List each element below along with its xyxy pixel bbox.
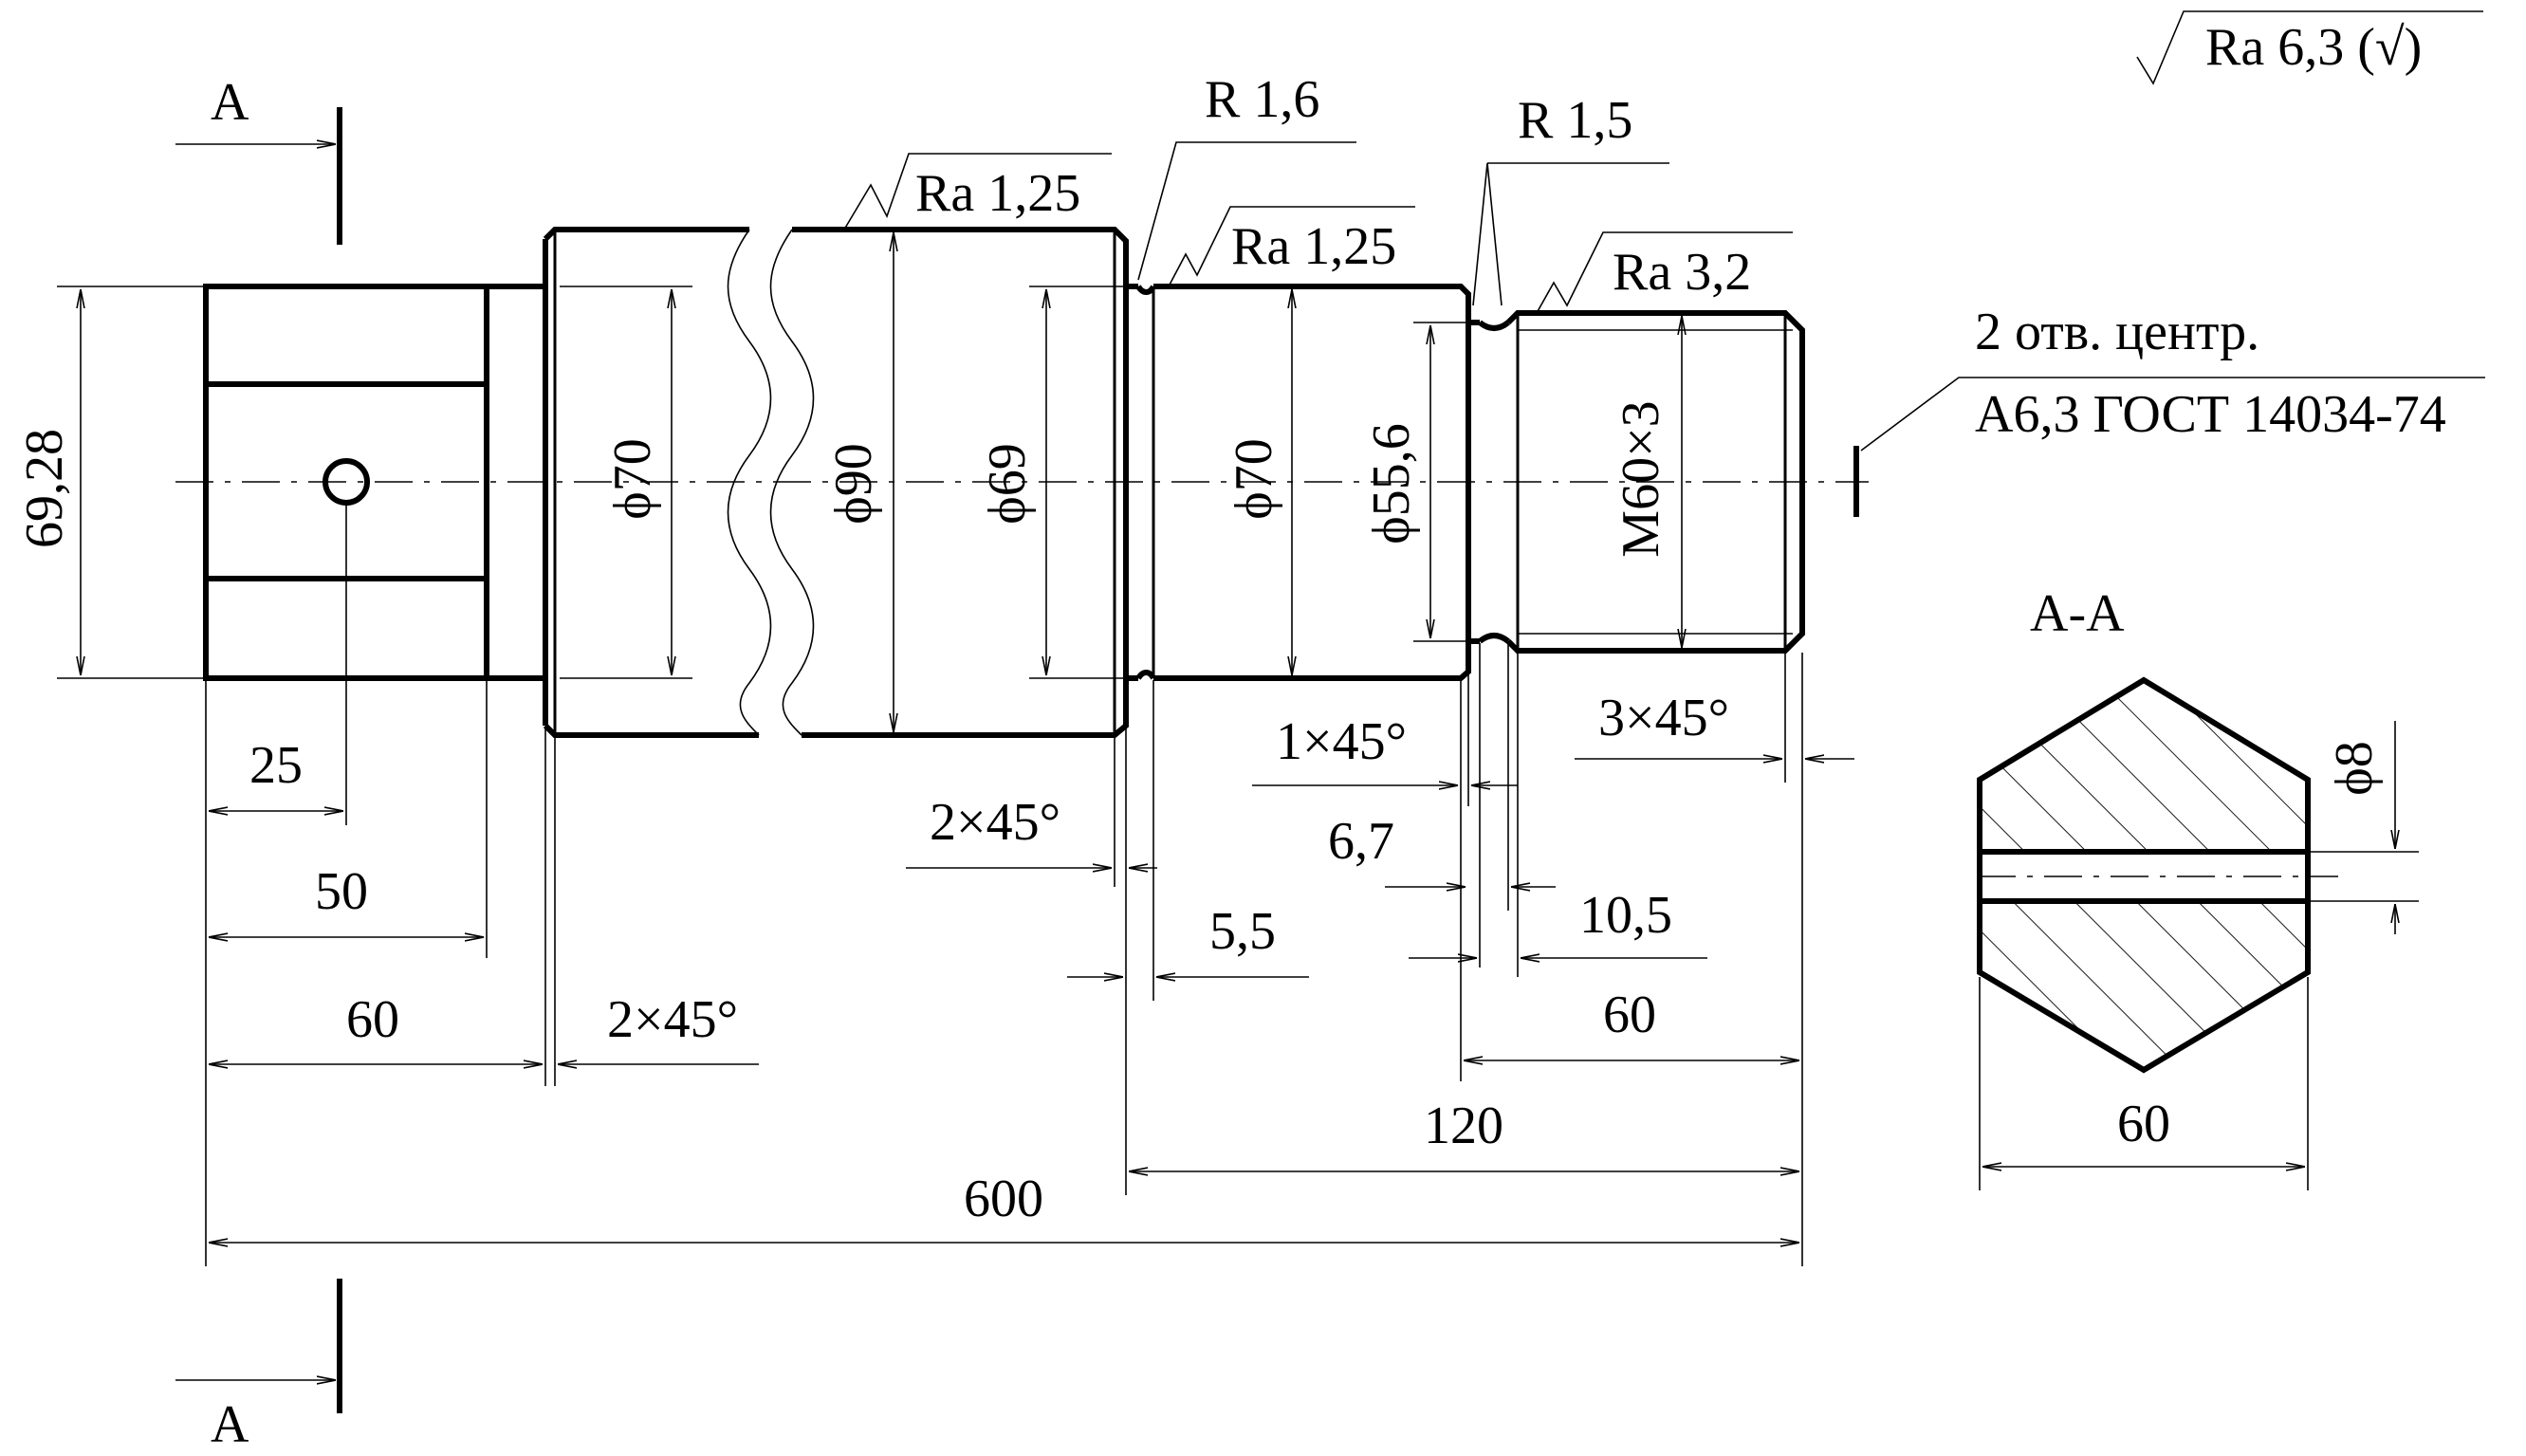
- dim-chamfer-2x45-a: 2×45°: [558, 990, 759, 1064]
- dim-chamfer-3x45: 3×45°: [1575, 689, 1854, 759]
- dim-6-7: 6,7: [1328, 812, 1556, 887]
- dim-d90: ϕ90: [824, 232, 894, 732]
- dim-50-label: 50: [315, 862, 368, 921]
- dim-600: 600: [209, 1170, 1799, 1243]
- dim-d69: ϕ69: [978, 286, 1136, 679]
- dim-d70-b: ϕ70: [1225, 289, 1292, 675]
- section-mark-bottom: A: [175, 1279, 342, 1454]
- dim-d55-6-label: ϕ55,6: [1362, 423, 1421, 544]
- dim-60-a: 60: [209, 990, 543, 1064]
- dim-60-b: 60: [1464, 986, 1799, 1060]
- dim-120-label: 120: [1424, 1097, 1503, 1155]
- section-view: A-A 60 ϕ8: [1977, 584, 2419, 1190]
- dim-25: 25: [209, 736, 343, 811]
- center-holes-note: 2 отв. центр. А6,3 ГОСТ 14034-74: [1860, 303, 2485, 452]
- dim-60-a-label: 60: [346, 990, 399, 1049]
- roughness-1: Ra 1,25: [843, 153, 1112, 230]
- radius-1-label: R 1,6: [1205, 70, 1319, 129]
- dim-thread-label: M60×3: [1612, 400, 1670, 557]
- general-roughness-label: Ra 6,3 (√): [2205, 18, 2422, 77]
- dim-d90-label: ϕ90: [824, 443, 883, 524]
- dim-chamfer-1x45-label: 1×45°: [1276, 712, 1407, 771]
- dim-50: 50: [209, 862, 484, 937]
- dim-chamfer-2x45-b: 2×45°: [906, 793, 1157, 868]
- dim-5-5-label: 5,5: [1209, 902, 1276, 961]
- general-roughness: Ra 6,3 (√): [2136, 10, 2483, 85]
- radius-2: R 1,5: [1472, 91, 1669, 306]
- section-hole-label: ϕ8: [2325, 741, 2384, 795]
- dim-25-label: 25: [249, 736, 303, 795]
- dim-chamfer-2x45-a-label: 2×45°: [607, 990, 738, 1049]
- dim-10-5-label: 10,5: [1579, 886, 1672, 945]
- dim-d70-b-label: ϕ70: [1225, 438, 1283, 519]
- dim-thread: M60×3: [1612, 316, 1682, 648]
- dim-chamfer-1x45: 1×45°: [1252, 712, 1518, 785]
- dim-60-b-label: 60: [1603, 986, 1656, 1044]
- dim-69-28: 69,28: [15, 286, 204, 679]
- section-mark-top: A: [175, 73, 342, 245]
- roughness-1-label: Ra 1,25: [915, 164, 1080, 223]
- dim-10-5: 10,5: [1409, 886, 1707, 958]
- roughness-3-label: Ra 3,2: [1613, 243, 1751, 302]
- dim-d69-label: ϕ69: [978, 443, 1037, 524]
- dim-6-7-label: 6,7: [1328, 812, 1394, 871]
- section-letter-top: A: [211, 73, 249, 132]
- roughness-3: Ra 3,2: [1536, 231, 1793, 314]
- dim-5-5: 5,5: [1067, 902, 1309, 977]
- roughness-2: Ra 1,25: [1168, 206, 1415, 287]
- dim-d70-a-label: ϕ70: [603, 438, 662, 519]
- dim-600-label: 600: [964, 1170, 1043, 1228]
- dim-69-28-label: 69,28: [15, 429, 74, 548]
- section-letter-bottom: A: [211, 1395, 249, 1454]
- dim-d70-a: ϕ70: [560, 286, 692, 679]
- radius-1: R 1,6: [1137, 70, 1356, 281]
- dim-chamfer-2x45-b-label: 2×45°: [930, 793, 1060, 852]
- dim-chamfer-3x45-label: 3×45°: [1598, 689, 1729, 747]
- radius-2-label: R 1,5: [1518, 91, 1632, 150]
- dim-120: 120: [1129, 1097, 1799, 1171]
- center-holes-line1: 2 отв. центр.: [1975, 303, 2259, 361]
- roughness-2-label: Ra 1,25: [1231, 217, 1396, 276]
- section-title: A-A: [2030, 584, 2125, 643]
- section-width-label: 60: [2117, 1095, 2170, 1153]
- center-holes-line2: А6,3 ГОСТ 14034-74: [1975, 385, 2446, 444]
- extension-lines: [205, 503, 1803, 1266]
- dim-d55-6: ϕ55,6: [1362, 322, 1480, 642]
